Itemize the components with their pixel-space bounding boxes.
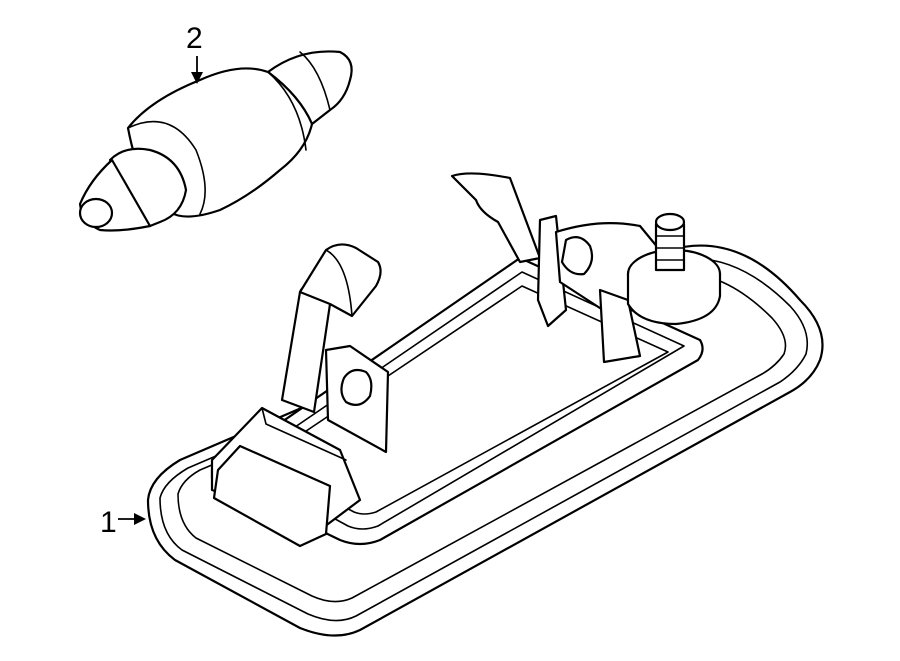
callout-arrowhead-2	[191, 72, 203, 84]
callout-arrowhead-1	[134, 513, 146, 525]
callout-number-1: 1	[100, 506, 117, 539]
callout-1: 1	[100, 506, 146, 539]
callout-number-2: 2	[186, 22, 203, 55]
bulb-part	[78, 50, 353, 232]
lamp-housing-part	[146, 172, 824, 637]
callout-2: 2	[186, 22, 203, 84]
